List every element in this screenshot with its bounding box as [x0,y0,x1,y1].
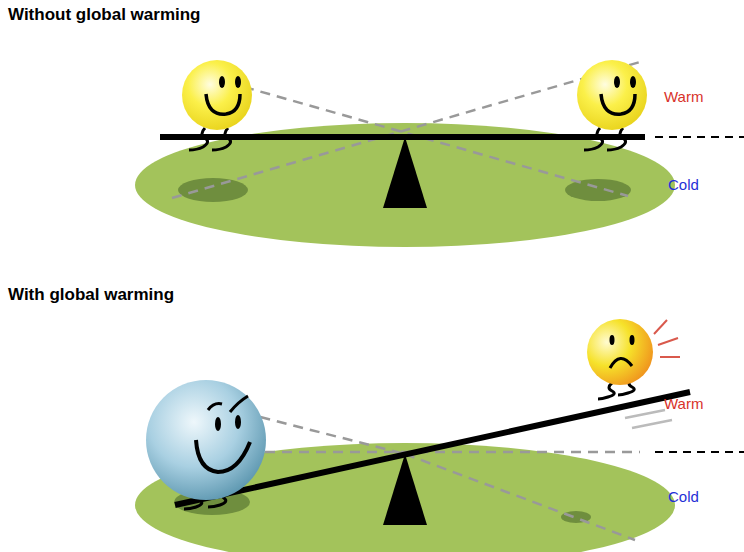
shadow [565,179,631,201]
fulcrum [383,454,427,525]
panel-heading: With global warming [8,285,174,305]
panel-heading: Without global warming [8,5,201,25]
heat-line [660,356,680,358]
top-panel [135,60,744,247]
fulcrum [383,137,427,208]
zone-label: Cold [668,176,699,194]
threshold-line [655,136,744,138]
threshold-line [655,451,744,453]
sight-line [405,454,635,540]
zone-label: Cold [668,488,699,506]
shadow [178,178,248,202]
motion-line [625,410,665,418]
smiley [577,60,647,150]
heat-line [654,320,667,334]
smiley [182,60,252,150]
heat-line [658,338,678,345]
bottom-panel [135,319,744,552]
ground [135,123,675,247]
seesaw-beam [160,134,645,140]
sad-smiley [587,319,653,399]
cold-ball [146,380,266,509]
motion-line [632,420,672,428]
zone-label: Warm [664,88,703,106]
zone-label: Warm [664,395,703,413]
